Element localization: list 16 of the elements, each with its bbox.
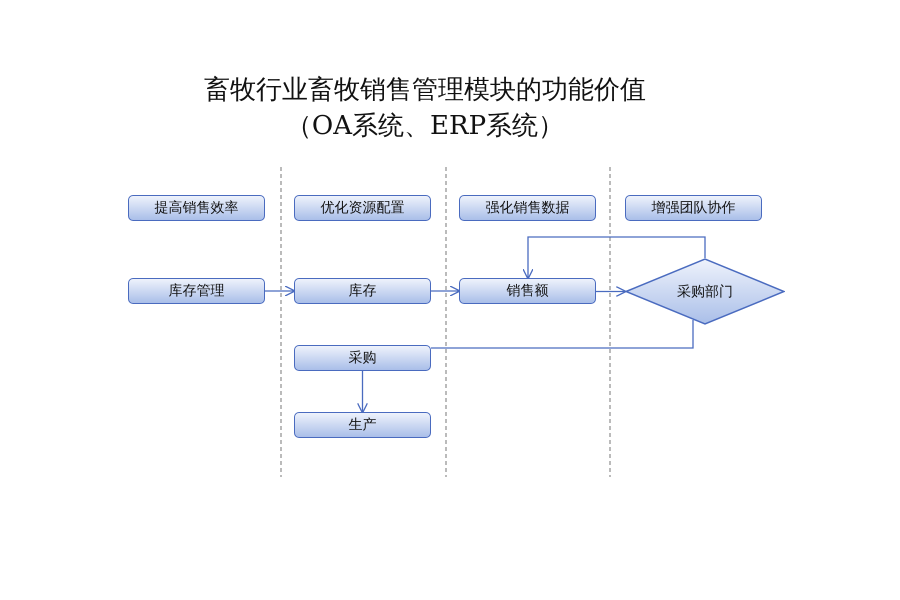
arrow: [522, 236, 706, 280]
arrow: [265, 285, 296, 297]
arrow: [431, 285, 461, 297]
arrow: [356, 371, 368, 414]
process-box: 库存: [294, 278, 431, 304]
process-box: 库存管理: [128, 278, 265, 304]
process-box: 生产: [294, 412, 431, 438]
process-box: 销售额: [459, 278, 596, 304]
process-box: 强化销售数据: [459, 195, 596, 221]
decision-diamond: 采购部门: [625, 258, 785, 325]
process-box: 优化资源配置: [294, 195, 431, 221]
process-box: 提高销售效率: [128, 195, 265, 221]
process-box: 采购: [294, 345, 431, 371]
diagram-title: 畜牧行业畜牧销售管理模块的功能价值（OA系统、ERP系统）: [203, 74, 647, 143]
arrow: [596, 286, 627, 298]
process-box: 增强团队协作: [625, 195, 762, 221]
